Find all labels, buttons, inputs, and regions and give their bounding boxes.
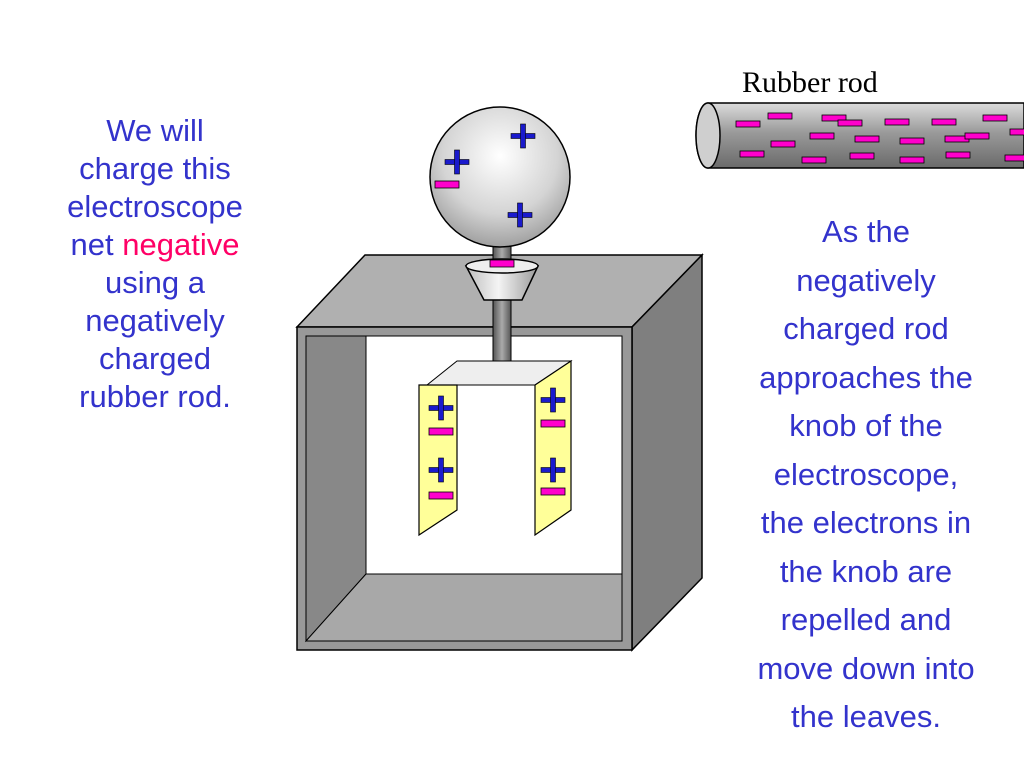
left-caption-line: electroscope: [67, 189, 243, 224]
positive-charge: [540, 457, 566, 483]
negative-charge: [489, 259, 515, 268]
positive-charge: [540, 387, 566, 413]
right-caption-line: knob of the: [789, 408, 943, 443]
positive-charge: [510, 123, 536, 149]
negative-charge: [837, 119, 863, 127]
negative-charge: [899, 137, 925, 145]
negative-charge: [540, 487, 566, 496]
case-inner-floor: [304, 573, 623, 642]
negative-charge: [931, 118, 957, 126]
right-leaf: [534, 359, 572, 537]
right-caption-line: electroscope,: [773, 456, 959, 492]
charge-markers: [428, 123, 566, 500]
positive-charge: [444, 149, 470, 175]
negative-charge: [428, 427, 454, 436]
right-caption-line: move down into: [757, 650, 975, 686]
negative-charge: [945, 151, 971, 159]
left-caption-line: charge this: [79, 151, 231, 186]
electroscope-knob[interactable]: [429, 106, 571, 248]
negative-charge: [770, 140, 796, 148]
right-caption-line: the electrons in: [760, 505, 972, 540]
negative-charge: [739, 150, 765, 158]
negative-highlight: negative: [122, 227, 240, 262]
negative-charge: [809, 132, 835, 140]
left-caption-line: using a: [105, 265, 205, 300]
right-caption-line: repelled and: [780, 602, 952, 637]
negative-charge: [767, 112, 793, 120]
negative-charge: [540, 419, 566, 428]
negative-charge: [801, 156, 827, 164]
negative-charge: [735, 120, 761, 128]
negative-charge: [434, 180, 460, 189]
right-caption-line: the leaves.: [791, 699, 941, 734]
left-caption: We will charge this electroscope net neg…: [30, 112, 280, 416]
left-caption-line: We will: [106, 113, 204, 148]
negative-charge: [899, 156, 925, 164]
positive-charge: [507, 202, 533, 228]
right-caption-line: negatively: [796, 262, 936, 298]
right-caption-line: the knob are: [779, 553, 953, 589]
negative-charge: [982, 114, 1008, 122]
positive-charge: [428, 395, 454, 421]
left-caption-line: negatively: [85, 303, 225, 338]
left-caption-line: charged: [98, 341, 212, 376]
rubber-rod-label: Rubber rod: [742, 66, 878, 99]
rod-charges: [735, 112, 1024, 164]
positive-charge: [428, 457, 454, 483]
negative-charge: [1009, 128, 1024, 136]
negative-charge: [821, 114, 847, 122]
right-caption-line: approaches the: [759, 359, 973, 395]
left-caption-line: rubber rod.: [79, 379, 231, 414]
negative-charge: [854, 135, 880, 143]
negative-charge: [964, 132, 990, 140]
right-caption-line: As the: [822, 214, 910, 249]
negative-charge: [884, 118, 910, 126]
negative-charge: [849, 152, 875, 160]
negative-charge: [1004, 154, 1024, 162]
left-caption-net: net: [70, 227, 114, 262]
right-caption: As the negatively charged rod approaches th…: [718, 208, 1014, 742]
negative-charge: [428, 491, 454, 500]
right-caption-line: charged rod: [783, 311, 949, 346]
rod-end: [695, 102, 721, 169]
